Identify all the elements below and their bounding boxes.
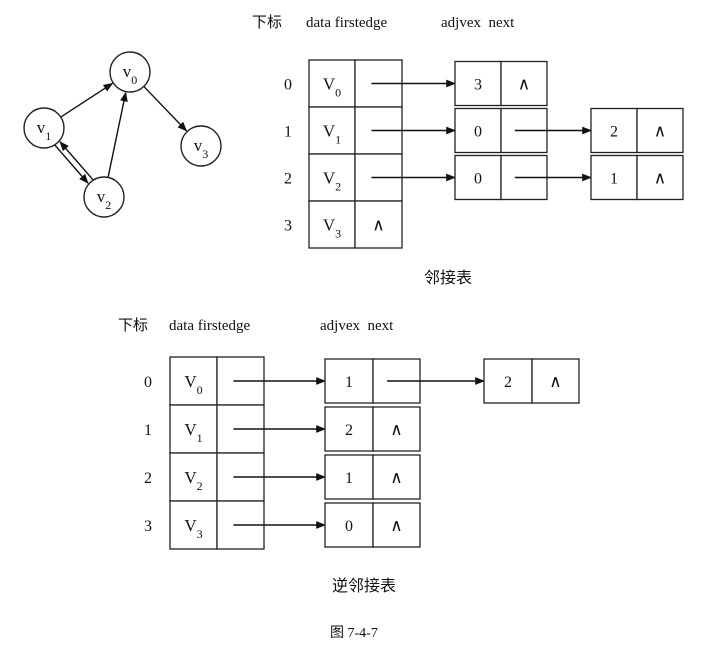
inv-data-cell-0 (169, 356, 218, 406)
adj-null-1-1: ∧ (654, 122, 666, 141)
adj-vertex-label-1: V1 (323, 122, 341, 147)
adj-null-0-0: ∧ (518, 75, 530, 94)
adj-title: 邻接表 (424, 269, 472, 287)
inv-header-vertex: data firstedge (169, 318, 251, 334)
graph-node-v3 (180, 125, 222, 167)
inv-next-cell-2-0 (372, 454, 421, 500)
adj-header-index: 下标 (252, 14, 282, 31)
inv-vertex-label-3: V3 (184, 516, 202, 541)
inv-index-1: 1 (144, 422, 152, 439)
adj-data-cell-3 (308, 200, 356, 249)
graph-node-label-v3: v3 (194, 136, 209, 161)
inv-vertex-label-2: V2 (184, 468, 202, 493)
inv-adjvex-2-0: 1 (345, 470, 353, 487)
inv-null-0-1: ∧ (549, 372, 561, 391)
inv-adjvex-cell-0-1 (483, 358, 533, 404)
graph-edge-v1-v0 (60, 82, 114, 118)
graph-edge-v2-v0 (107, 91, 128, 178)
inv-header-index: 下标 (118, 317, 148, 334)
adj-next-cell-0-0 (500, 60, 548, 107)
adj-next-cell-1-1 (636, 107, 684, 154)
inv-header-edge: adjvex next (320, 318, 394, 334)
adj-data-cell-2 (308, 153, 356, 202)
adj-header-vertex: data firstedge (306, 15, 388, 31)
directed-graph: v0 v1 v2 v3 (23, 51, 222, 218)
adj-adjvex-cell-0-0 (454, 60, 502, 107)
adj-firstedge-cell-3 (354, 200, 403, 249)
graph-node-label-v0: v0 (123, 62, 138, 87)
inv-adjvex-cell-2-0 (324, 454, 374, 500)
graph-node-v2 (83, 176, 125, 218)
inv-vertex-label-1: V1 (184, 420, 202, 445)
adj-null-2-1: ∧ (654, 169, 666, 188)
graph-edge-v1-v2 (54, 144, 89, 184)
graph-node-v1 (23, 107, 65, 149)
inv-adjvex-cell-3-0 (324, 502, 374, 548)
adj-index-0: 0 (284, 77, 292, 94)
inv-next-cell-1-0 (372, 406, 421, 452)
adj-adjvex-1-1: 2 (610, 124, 618, 141)
graph-node-label-v1: v1 (37, 118, 52, 143)
adj-header-edge: adjvex next (441, 15, 515, 31)
inv-adjvex-0-1: 2 (504, 374, 512, 391)
adj-adjvex-1-0: 0 (474, 124, 482, 141)
inv-index-0: 0 (144, 374, 152, 391)
inv-adjvex-1-0: 2 (345, 422, 353, 439)
adj-adjvex-cell-1-1 (590, 107, 638, 154)
inv-null-3-0: ∧ (390, 516, 402, 535)
inv-adjvex-0-0: 1 (345, 374, 353, 391)
graph-node-label-v2: v2 (97, 187, 112, 212)
inv-index-3: 3 (144, 518, 152, 535)
figure-caption: 图 7-4-7 (330, 626, 378, 641)
adj-null-3: ∧ (372, 216, 384, 235)
inv-adjvex-cell-0-0 (324, 358, 374, 404)
inv-index-2: 2 (144, 470, 152, 487)
graph-node-v0 (109, 51, 151, 93)
graph-edge-v0-v3 (143, 85, 188, 132)
inv-adjvex-cell-1-0 (324, 406, 374, 452)
adj-adjvex-cell-2-0 (454, 154, 502, 201)
adj-adjvex-0-0: 3 (474, 77, 482, 94)
inv-data-cell-2 (169, 452, 218, 502)
adj-adjvex-2-0: 0 (474, 171, 482, 188)
graph-edge-v2-v1 (59, 141, 94, 181)
adj-vertex-label-2: V2 (323, 169, 341, 194)
inv-null-1-0: ∧ (390, 420, 402, 439)
adj-index-2: 2 (284, 171, 292, 188)
adj-adjvex-2-1: 1 (610, 171, 618, 188)
inv-next-cell-0-1 (531, 358, 580, 404)
inv-null-2-0: ∧ (390, 468, 402, 487)
adj-vertex-label-0: V0 (323, 75, 341, 100)
adj-data-cell-1 (308, 106, 356, 155)
inv-vertex-label-0: V0 (184, 372, 202, 397)
inv-next-cell-3-0 (372, 502, 421, 548)
inv-title: 逆邻接表 (332, 577, 396, 595)
inv-data-cell-1 (169, 404, 218, 454)
adj-adjvex-cell-1-0 (454, 107, 502, 154)
adj-index-1: 1 (284, 124, 292, 141)
adj-vertex-label-3: V3 (323, 216, 341, 241)
adj-index-3: 3 (284, 218, 292, 235)
inv-data-cell-3 (169, 500, 218, 550)
inv-adjvex-3-0: 0 (345, 518, 353, 535)
adj-next-cell-2-1 (636, 154, 684, 201)
